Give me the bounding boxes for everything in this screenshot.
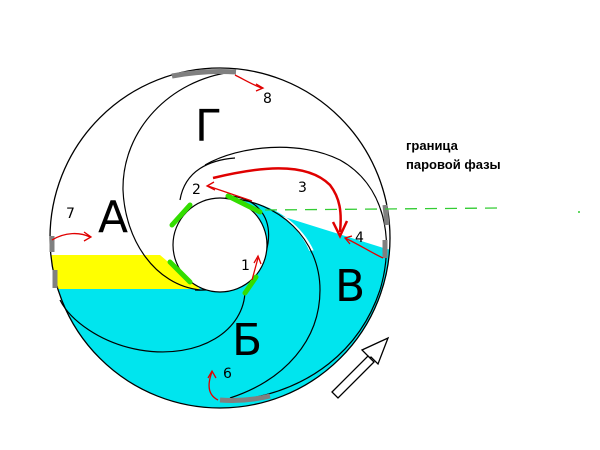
inner-rotor [172, 197, 268, 293]
annotation-line-1: граница [406, 138, 459, 153]
label-num-6: 6 [223, 366, 232, 382]
label-num-8: 8 [263, 91, 272, 107]
label-num-2: 2 [192, 182, 201, 198]
label-num-4: 4 [355, 230, 364, 246]
label-chamber-b: Б [232, 315, 262, 366]
label-num-7: 7 [66, 206, 75, 222]
spiral-wall-bottom [59, 289, 246, 353]
green-seals [167, 193, 263, 296]
vapour-boundary-line [264, 207, 501, 211]
label-num-3: 3 [298, 180, 307, 196]
label-chamber-v: В [335, 261, 365, 312]
spiral-wall-right [204, 146, 388, 401]
yellow-layer [50, 255, 160, 289]
spiral-wall-left [122, 71, 233, 291]
label-num-1: 1 [241, 258, 250, 274]
label-chamber-a: А [98, 192, 128, 243]
flow-arrows [51, 74, 384, 401]
label-chamber-g: Г [195, 101, 222, 152]
annotation-line-2: паровой фазы [406, 157, 501, 172]
